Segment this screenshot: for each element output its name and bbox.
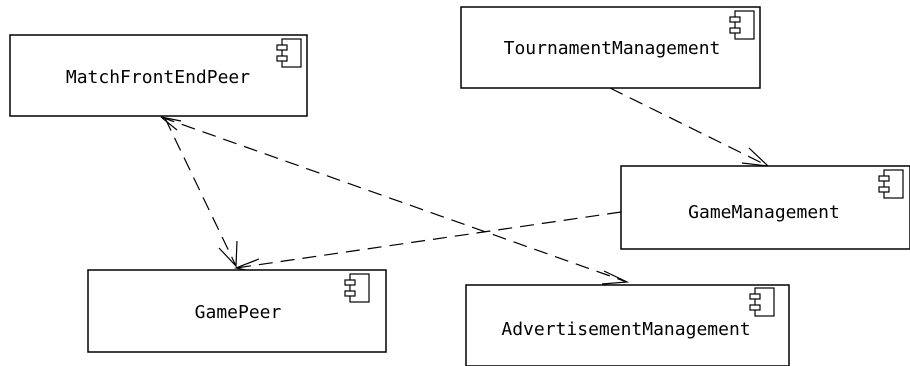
component-name: TournamentManagement	[504, 38, 721, 59]
component-game-peer[interactable]: GamePeer	[87, 269, 387, 353]
component-game-management[interactable]: GameManagement	[620, 165, 910, 250]
dependency-matchfrontendpeer-gamepeer	[164, 117, 238, 268]
component-advertisement-management[interactable]: AdvertisementManagement	[465, 284, 790, 366]
uml-component-icon	[749, 287, 775, 317]
uml-component-icon	[276, 38, 302, 68]
component-name: GameManagement	[688, 202, 840, 223]
component-tournament-management[interactable]: TournamentManagement	[460, 6, 761, 89]
dependency-tournamentmanagement-gamemanagement	[609, 87, 770, 167]
component-match-front-end-peer[interactable]: MatchFrontEndPeer	[9, 34, 308, 117]
uml-component-icon	[344, 273, 370, 303]
component-name: MatchFrontEndPeer	[66, 67, 250, 88]
component-name: AdvertisementManagement	[501, 319, 750, 340]
dependency-gamemanagement-gamepeer	[233, 211, 622, 274]
component-name: GamePeer	[195, 302, 282, 323]
uml-component-icon	[878, 169, 904, 199]
uml-component-icon	[729, 10, 755, 40]
dependency-matchfrontendpeer-advertisementmanagement	[160, 116, 630, 285]
